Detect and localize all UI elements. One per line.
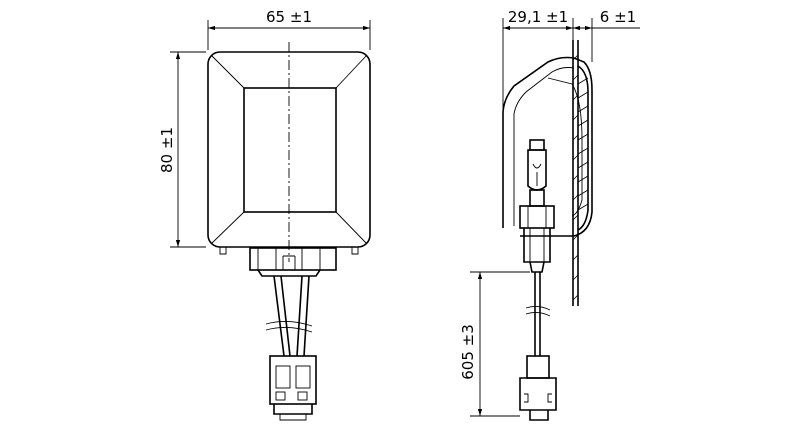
height-dimension-label: 80 ±1 xyxy=(158,127,176,173)
mounting-panel xyxy=(572,40,579,306)
width-dimension-label: 65 ±1 xyxy=(266,8,312,26)
side-wires xyxy=(525,272,551,356)
bulb-socket xyxy=(519,205,555,273)
width-dimension: 65 ±1 xyxy=(207,8,371,50)
bulb xyxy=(527,139,547,207)
cable-length-dimension: 605 ±3 xyxy=(459,271,530,417)
depth-dimension: 29,1 ±1 xyxy=(502,8,593,110)
cable-length-dimension-label: 605 ±3 xyxy=(459,324,477,380)
flange-dimension: 6 ±1 xyxy=(573,8,640,31)
side-plug xyxy=(519,355,557,421)
depth-dimension-label: 29,1 ±1 xyxy=(508,8,568,26)
flange-dimension-label: 6 ±1 xyxy=(600,8,636,26)
side-view: 29,1 ±1 6 ±1 605 ±3 xyxy=(459,8,640,421)
front-view: 65 ±1 80 ±1 xyxy=(158,8,371,421)
front-wires xyxy=(265,275,313,357)
front-connector xyxy=(249,247,337,277)
lamp-lens-outline xyxy=(243,87,337,213)
side-housing-outline xyxy=(502,56,593,237)
front-plug xyxy=(269,355,317,421)
height-dimension: 80 ±1 xyxy=(158,51,206,248)
